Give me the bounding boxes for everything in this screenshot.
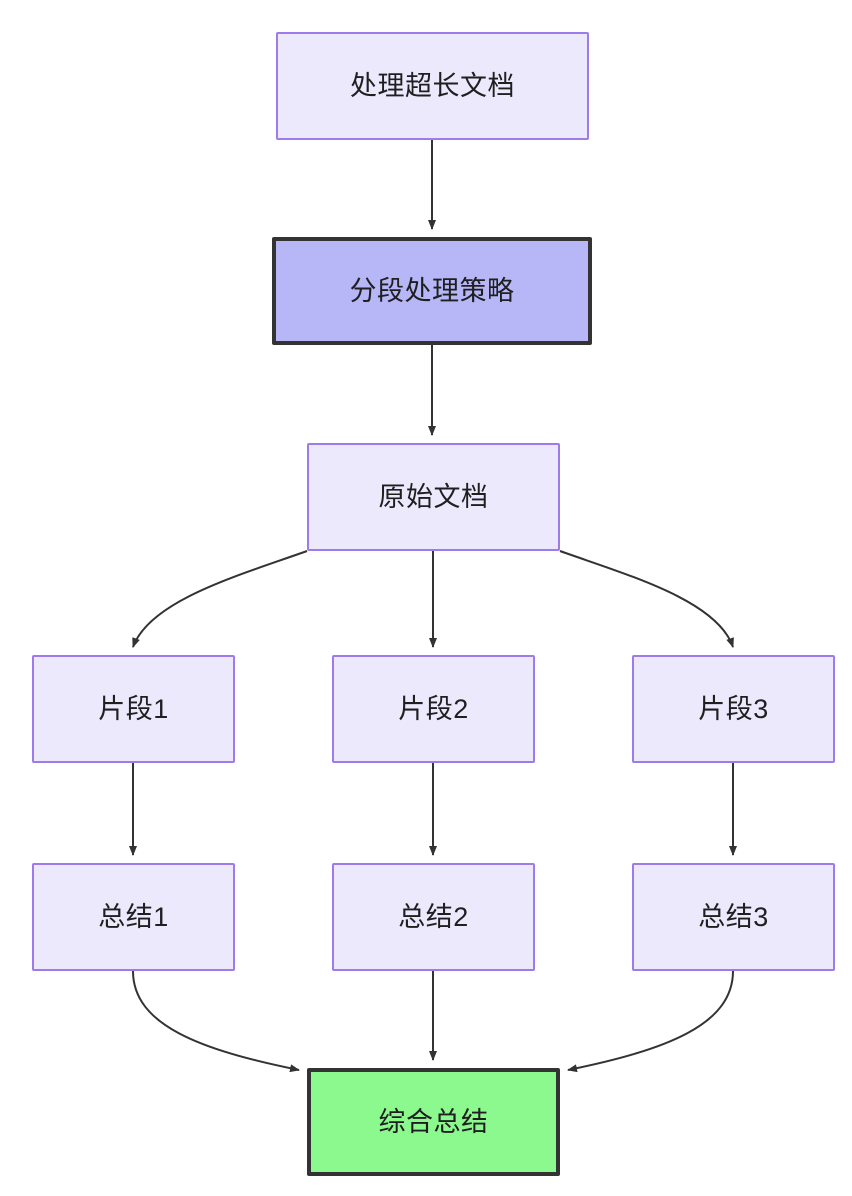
node-chunking-strategy[interactable]: 分段处理策略: [272, 237, 592, 345]
node-label: 片段2: [398, 693, 469, 724]
node-label: 片段1: [98, 693, 169, 724]
node-process-long-document[interactable]: 处理超长文档: [276, 32, 589, 140]
node-label: 分段处理策略: [349, 275, 515, 306]
node-fragment-2[interactable]: 片段2: [332, 655, 535, 763]
node-label: 总结2: [398, 901, 469, 932]
edge-sum1-to-final: [132, 970, 300, 1073]
node-summary-2[interactable]: 总结2: [332, 863, 535, 971]
node-label: 总结1: [98, 901, 169, 932]
node-fragment-3[interactable]: 片段3: [632, 655, 835, 763]
node-label: 原始文档: [378, 481, 489, 512]
node-source-document[interactable]: 原始文档: [307, 443, 560, 551]
edge-sum3-to-final: [567, 970, 734, 1073]
node-label: 片段3: [698, 693, 769, 724]
node-combined-summary[interactable]: 综合总结: [307, 1068, 560, 1176]
node-summary-1[interactable]: 总结1: [32, 863, 235, 971]
node-summary-3[interactable]: 总结3: [632, 863, 835, 971]
node-label: 综合总结: [378, 1106, 489, 1137]
node-label: 处理超长文档: [350, 70, 515, 101]
edge-source-to-frag3: [559, 550, 734, 648]
node-fragment-1[interactable]: 片段1: [32, 655, 235, 763]
edge-source-to-frag1: [132, 550, 308, 648]
node-label: 总结3: [698, 901, 769, 932]
